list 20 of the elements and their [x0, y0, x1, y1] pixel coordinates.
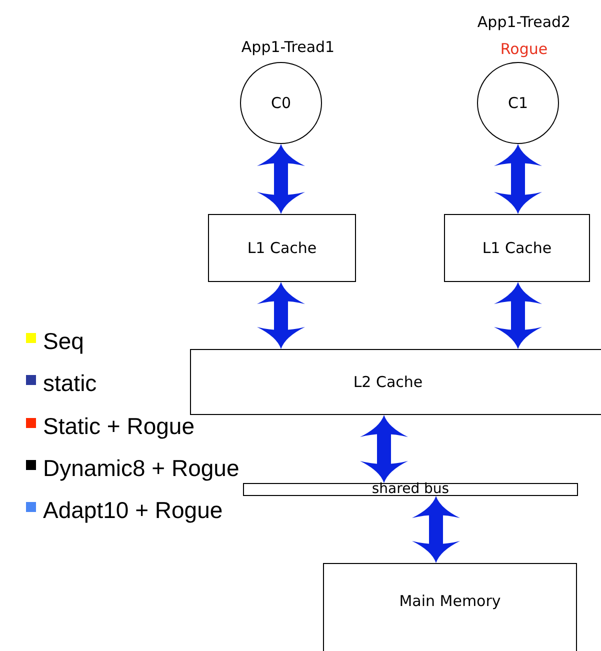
thread-label: App1-Tread2: [477, 13, 571, 31]
node-label: C1: [508, 94, 528, 112]
bus-bar: [243, 483, 578, 496]
legend-label: Seq: [43, 328, 84, 355]
thread-label: App1-Tread1: [241, 38, 335, 56]
legend-label: static: [43, 370, 97, 398]
legend-label: Static + Rogue: [43, 412, 195, 440]
legend-label: Dynamic8 + Rogue: [43, 454, 240, 482]
node-label: L1 Cache: [247, 239, 317, 257]
memory-box: [323, 563, 577, 651]
thread-label: Rogue: [500, 40, 548, 58]
node-label: C0: [270, 94, 292, 112]
node-label: L1 Cache: [482, 239, 552, 257]
node-label: shared bus: [372, 484, 450, 494]
legend-label: Adapt10 + Rogue: [43, 497, 223, 524]
cache-box: [190, 349, 601, 415]
cache-box: [208, 214, 356, 282]
node-label: L2 Cache: [353, 373, 423, 391]
cache-box: [444, 214, 590, 282]
node-label: Main Memory: [399, 592, 501, 610]
